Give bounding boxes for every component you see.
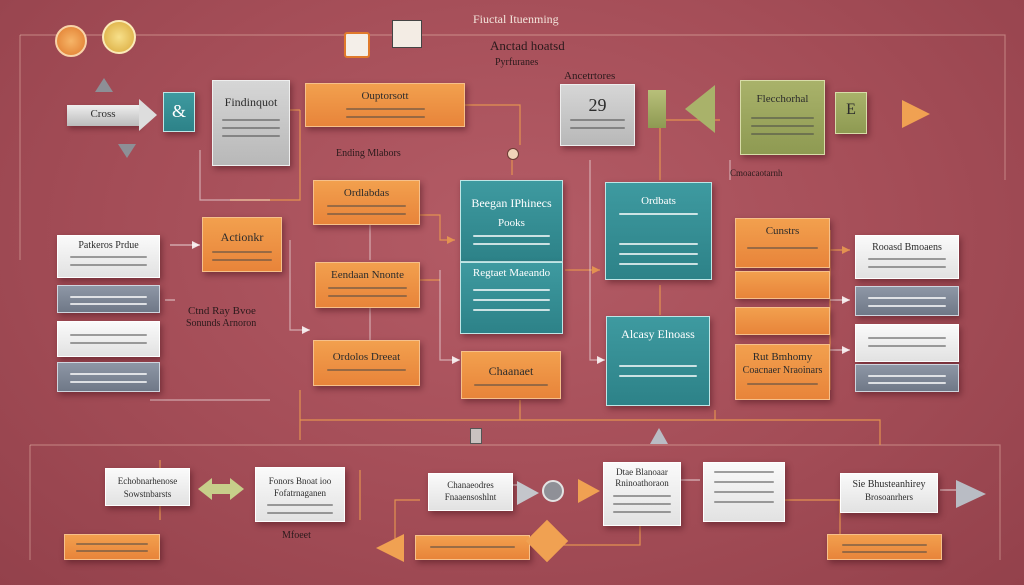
dollar-icon: [956, 480, 986, 508]
book-icon: [470, 428, 482, 444]
center-gray-box: 29: [560, 84, 635, 146]
fluid-label-2: Sonunds Arnoron: [186, 318, 257, 329]
orange-stack-top: Cunstrs: [735, 218, 830, 268]
arrow-right-icon: [902, 100, 930, 128]
left-slate-box-1: [57, 285, 160, 313]
pattern-label: Patkeros Prdue: [78, 240, 139, 251]
bottom-orange-left: [64, 534, 160, 560]
action-label: Actionkr: [220, 230, 264, 244]
ordoos-box: Ordolos Dreeat: [313, 340, 420, 386]
cooldon-box: Eendaan Nnonte: [315, 262, 420, 308]
c-square-icon: [344, 32, 370, 58]
fonor-boat-label-2: Fofatrnaganen: [274, 488, 326, 498]
analysis-box: Alcasy Elnoass: [606, 316, 710, 406]
top-label: Ancetrtores: [564, 70, 616, 82]
pattern-box: Patkeros Prdue: [57, 235, 160, 278]
roaseed-label: Rooasd Bmoaens: [872, 242, 942, 253]
findinquot-label: Findinquot: [224, 95, 278, 109]
dbad-label-2: Rninoathoraon: [615, 478, 669, 488]
flag-icon: [648, 90, 666, 128]
action-box: Actionkr: [202, 217, 282, 272]
right-white-box-2: [855, 324, 959, 362]
header-title: Fiuctal Ituenming: [473, 12, 559, 26]
arrow-right-orange-icon: [578, 479, 600, 503]
chanwhop-box: Chanaeodres Fnaaensoshlnt: [428, 473, 513, 511]
fluid-label: Ctnd Ray Bvoe: [188, 305, 256, 317]
ordering-box: Ordlabdas: [313, 180, 420, 225]
dbad-label: Dtae Blanoaar: [616, 467, 668, 477]
left-white-box-2: [57, 321, 160, 357]
green-top-box: Flecchorhal: [740, 80, 825, 155]
ending-left-box: Echobnarhenose Sowstnbarsts: [105, 468, 190, 506]
right-mid-label: Cmoacaotarnh: [730, 168, 783, 178]
reggan-label: Beegan IPhinecs: [471, 196, 552, 210]
triangle-up-icon: [95, 78, 113, 92]
chevron-left-icon: [685, 85, 715, 133]
orange-stack-top-label: Cunstrs: [765, 225, 800, 237]
cross-arrow-label: Cross: [90, 108, 116, 120]
coin-icon: [102, 20, 136, 54]
dollar-box-icon: &: [163, 92, 195, 132]
analysis-label: Alcasy Elnoass: [621, 327, 695, 341]
ru-bmhamy-label: Rut Bmhomy: [752, 351, 813, 363]
orange-top-box: Ouptorsott: [305, 83, 465, 127]
green-top-label: Flecchorhal: [756, 93, 809, 105]
ordbats-label: Ordbats: [641, 195, 676, 207]
gear-icon: [376, 534, 404, 562]
bottom-orange-right: [827, 534, 942, 560]
double-arrow-icon: [198, 478, 244, 500]
findinquot-box: Findinquot: [212, 80, 290, 166]
padlock-icon: [507, 148, 519, 160]
ru-bmhamy-box: Rut Bmhomy Coacnaer Nraoinars: [735, 344, 830, 400]
orange-stack-3: [735, 307, 830, 335]
ru-bmhamy-label-2: Coacnaer Nraoinars: [742, 365, 823, 376]
arrow-right-gray-icon: [517, 481, 539, 505]
header-sub2: Pyrfuranes: [495, 57, 539, 68]
ordbats-box: Ordbats: [605, 182, 712, 280]
triangle-down-icon: [118, 144, 136, 158]
ordering-box-label: Ordlabdas: [343, 187, 390, 199]
document-icon: [392, 20, 422, 48]
regish-label: Regtaet Maeando: [472, 267, 551, 279]
chanwhop-label: Chanaeodres: [447, 480, 494, 490]
sie-label: Sie Bhusteanhirey: [852, 479, 926, 490]
green-small-box: E: [835, 92, 867, 134]
cooldon-label: Eendaan Nnonte: [331, 269, 404, 281]
ending-left-label-2: Sowstnbarsts: [123, 489, 172, 499]
regish-box: Regtaet Maeando: [460, 262, 563, 334]
sie-label-2: Brosoanrhers: [865, 492, 913, 502]
cross-arrow: Cross: [67, 99, 157, 131]
ending-left-label: Echobnarhenose: [117, 476, 178, 486]
center-gray-number: 29: [588, 95, 607, 115]
reggan-box: Beegan IPhinecs Pooks: [460, 180, 563, 262]
right-slate-box-1: [855, 286, 959, 316]
sie-box: Sie Bhusteanhirey Brosoanrhers: [840, 473, 938, 513]
header-subtitle: Anctad hoatsd: [490, 38, 565, 53]
right-slate-box-2: [855, 364, 959, 392]
left-slate-box-2: [57, 362, 160, 392]
c-circle-icon: [55, 25, 87, 57]
ordoos-label: Ordolos Dreeat: [332, 351, 401, 363]
fonor-boat-box: Fonors Bnoat ioo Fofatrnaganen: [255, 467, 345, 522]
chaonal-box: Chaanaet: [461, 351, 561, 399]
orange-top-label: Ouptorsott: [361, 90, 409, 102]
fonor-boat-label: Fonors Bnoat ioo: [268, 476, 332, 486]
chaonal-label: Chaanaet: [488, 364, 534, 378]
right-mid-box: [703, 462, 785, 522]
chanwhop-label-2: Fnaaensoshlnt: [444, 492, 497, 502]
dbad-box: Dtae Blanoaar Rninoathoraon: [603, 462, 681, 526]
orange-stack-2: [735, 271, 830, 299]
reggan-sub-label: Pooks: [498, 217, 525, 229]
mfoe-label: Mfoeet: [282, 530, 311, 541]
target-icon: [542, 480, 564, 502]
ordering-label: Ending Mlabors: [336, 148, 401, 159]
roaseed-box: Rooasd Bmoaens: [855, 235, 959, 279]
warning-icon: [650, 428, 668, 444]
bottom-orange-mid: [415, 535, 530, 560]
